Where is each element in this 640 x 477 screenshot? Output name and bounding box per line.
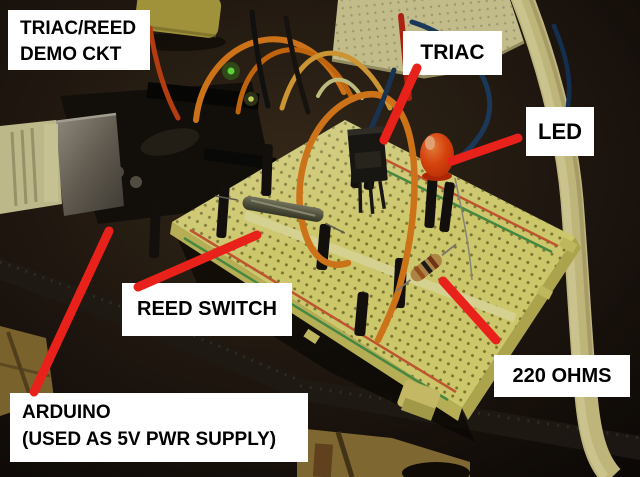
title-line1: TRIAC/REED — [20, 18, 137, 39]
breadboard-tab-3 — [536, 285, 554, 300]
resistor-leads — [395, 243, 457, 292]
triac-leads — [358, 180, 387, 214]
usb-jack-edge — [53, 112, 117, 124]
resistor-label-text: 220 OHMS — [512, 364, 612, 387]
led-label-text: LED — [538, 118, 582, 144]
mount-tab-side — [400, 397, 436, 421]
floor-grout-left — [6, 331, 32, 397]
floor-shadow-blob — [402, 462, 470, 477]
reed-switch-shine — [250, 199, 316, 217]
breadboard-tab-2 — [558, 236, 578, 254]
usb-jack — [54, 114, 124, 216]
yellow-cable-highlight — [512, 0, 609, 477]
yellow-object-shade — [139, 24, 217, 38]
jumper-pin — [439, 181, 455, 233]
led-label: LED — [526, 107, 594, 156]
jumper-pin — [261, 143, 273, 197]
yellow-object-top — [134, 0, 226, 51]
floor-wood-strip — [312, 443, 334, 477]
reed-switch-label-text: REED SWITCH — [137, 298, 277, 320]
title-line2: DEMO CKT — [20, 43, 122, 65]
breadboard-mount-tab — [397, 379, 441, 421]
resistor-band-2 — [420, 260, 433, 275]
breadboard-right-side — [462, 237, 581, 420]
resistor-component — [395, 243, 457, 292]
yellow-cable-body — [510, 0, 621, 477]
floor-grout-center — [335, 431, 355, 477]
usb-plug-ridges — [10, 127, 38, 207]
led-lead-wire — [454, 177, 473, 281]
wire-red-left — [147, 25, 181, 121]
yellow-cable — [510, 0, 621, 477]
arduino-label-line2: (USED AS 5V PWR SUPPLY) — [22, 428, 277, 450]
arduino-led-green — [227, 67, 235, 75]
breadboard-tab-1 — [303, 328, 321, 345]
reed-switch-label: REED SWITCH — [122, 283, 292, 336]
arduino-board — [0, 62, 277, 224]
wire-orange-arc2 — [235, 47, 355, 115]
arduino-pcb-glint — [140, 128, 200, 156]
triac-label-text: TRIAC — [420, 40, 485, 64]
table-edge-band — [0, 258, 640, 460]
resistor-band-1 — [427, 255, 440, 270]
triac-component — [347, 126, 388, 214]
yellow-object-shadow — [134, 33, 226, 51]
reed-switch-component — [215, 195, 346, 234]
arduino-label: ARDUINO (USED AS 5V PWR SUPPLY) — [10, 393, 308, 462]
wire-black-1 — [249, 9, 271, 109]
rail-red-back — [361, 146, 559, 248]
arduino-led-yellow — [248, 96, 254, 102]
arduino-capacitor-2 — [130, 176, 142, 188]
triac-label-area — [354, 150, 382, 170]
wire-pale — [316, 77, 364, 100]
wire-yellow-orange-arc — [279, 50, 393, 111]
jumper-pin — [354, 291, 369, 337]
resistor-band-3 — [413, 265, 426, 280]
wire-blue-right — [551, 23, 572, 109]
arduino-header-side — [203, 147, 277, 170]
jumper-pin — [424, 175, 438, 229]
triac-label: TRIAC — [403, 31, 502, 75]
arduino-label-line1: ARDUINO — [22, 402, 111, 423]
led-component — [420, 133, 473, 281]
wire-black-2 — [283, 15, 311, 115]
title-label: TRIAC/REED DEMO CKT — [8, 10, 150, 70]
resistor-label: 220 OHMS — [494, 355, 630, 397]
yellow-cable-shade — [528, 0, 596, 395]
usb-plug-tip — [44, 124, 58, 202]
reed-switch-leads — [215, 195, 346, 234]
led-highlight — [425, 136, 435, 150]
yellow-object-body — [134, 0, 222, 38]
